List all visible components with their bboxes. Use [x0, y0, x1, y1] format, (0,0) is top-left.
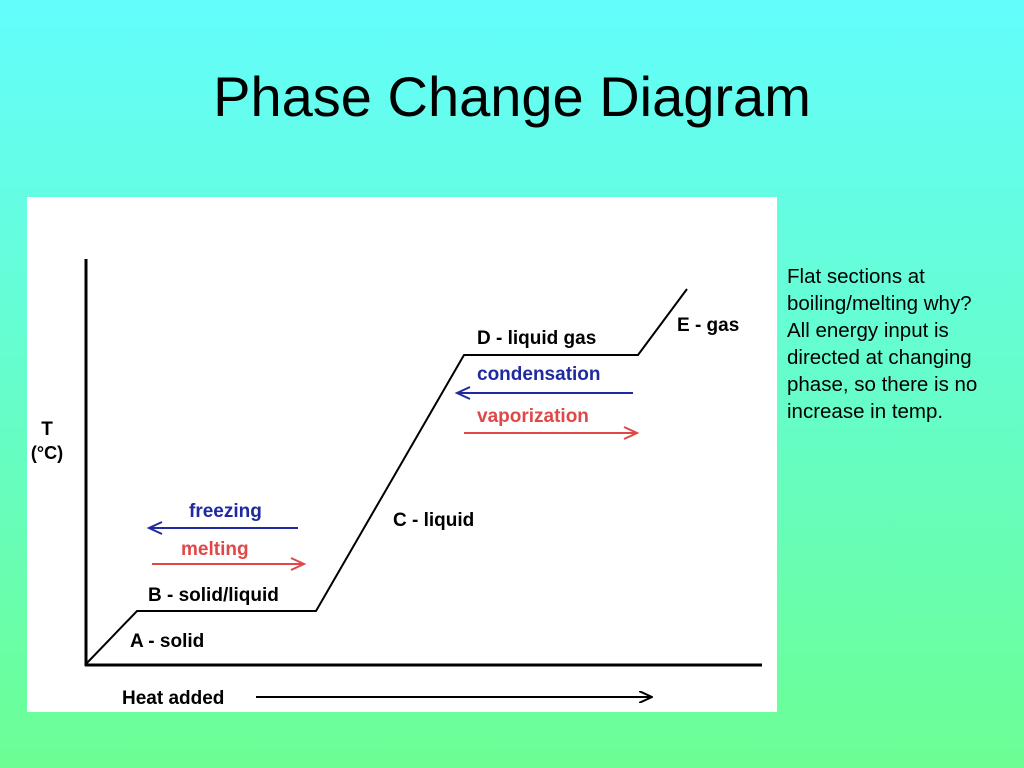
condensation-label: condensation [477, 364, 601, 385]
note-line: All energy input is [787, 319, 949, 342]
note-line: increase in temp. [787, 400, 944, 423]
freezing-arrow [146, 521, 298, 535]
melting-label: melting [181, 539, 249, 560]
segment-label-d: D - liquid gas [477, 328, 596, 349]
condensation-arrow [454, 386, 633, 400]
explanation-note: Flat sections at boiling/melting why? Al… [787, 263, 1023, 425]
note-line: phase, so there is no [787, 373, 978, 396]
freezing-label: freezing [189, 501, 262, 522]
melting-arrow [152, 557, 307, 571]
note-line: directed at changing [787, 346, 972, 369]
segment-label-a: A - solid [130, 631, 204, 652]
slide-title: Phase Change Diagram [213, 65, 811, 128]
note-line: Flat sections at [787, 265, 925, 288]
diagram-canvas: T (°C) Heat added A - solid B - solid/li… [31, 259, 762, 709]
segment-label-c: C - liquid [393, 510, 474, 531]
segment-label-b: B - solid/liquid [148, 585, 279, 606]
y-axis-label-unit: (°C) [31, 443, 63, 463]
x-axis-label: Heat added [122, 688, 224, 709]
vaporization-arrow [464, 426, 640, 440]
vaporization-label: vaporization [477, 406, 589, 427]
segment-label-e: E - gas [677, 315, 739, 336]
heating-curve [85, 288, 688, 665]
phase-change-diagram: T (°C) Heat added A - solid B - solid/li… [27, 197, 777, 712]
note-line: boiling/melting why? [787, 292, 972, 315]
y-axis-label-t: T [41, 419, 53, 440]
